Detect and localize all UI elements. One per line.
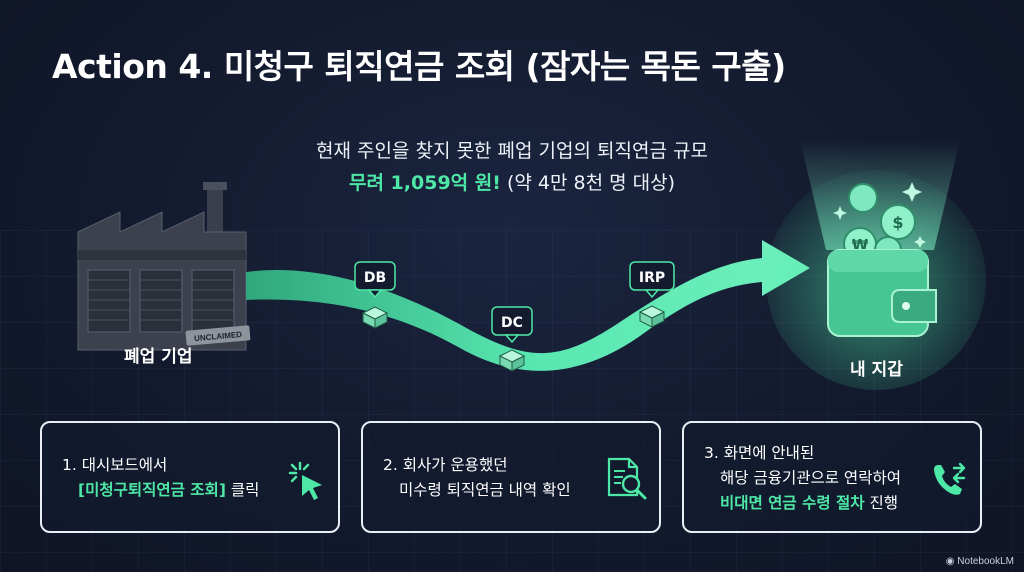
unclaimed-tag: UNCLAIMED [185, 325, 251, 346]
card1-rest: 클릭 [225, 481, 260, 499]
step-dc: DC [491, 306, 533, 372]
wallet-icon [827, 249, 937, 337]
card1-line2: [미청구퇴직연금 조회] 클릭 [62, 478, 259, 503]
flow-arrow [246, 240, 810, 371]
step-db-label: DB [364, 270, 386, 286]
card1-highlight: [미청구퇴직연금 조회] [78, 481, 226, 499]
card1-line1: 1. 대시보드에서 [62, 456, 168, 474]
step-db: DB [354, 261, 396, 329]
subtitle-highlight: 무려 1,059억 원! [348, 172, 501, 194]
sparkle-icons [833, 182, 926, 248]
cursor-click-icon [288, 461, 322, 500]
step-dc-label: DC [501, 315, 523, 331]
card3-line2: 해당 금융기관으로 연락하여 [720, 469, 901, 487]
card3-highlight: 비대면 연금 수령 절차 [720, 494, 865, 512]
wallet-label: 내 지갑 [850, 360, 903, 380]
footer-label: NotebookLM [957, 556, 1014, 567]
card3-rest: 진행 [864, 494, 898, 512]
flow-illustration: UNCLAIMED DB DC IRP $ ₩ [77, 140, 986, 390]
step-irp: IRP [629, 261, 675, 328]
step-irp-label: IRP [639, 270, 665, 286]
notebooklm-footer: ◉ NotebookLM [946, 556, 1014, 567]
page-title: Action 4. 미청구 퇴직연금 조회 (잠자는 목돈 구출) [52, 47, 786, 86]
card3-line1: 3. 화면에 안내된 [704, 444, 815, 462]
notebooklm-logo-icon: ◉ [945, 556, 958, 567]
light-beam [800, 140, 960, 250]
coin-dollar: $ [892, 213, 903, 232]
document-search-icon [607, 457, 647, 500]
phone-forward-icon [934, 462, 966, 495]
unclaimed-tag-text: UNCLAIMED [194, 330, 243, 343]
step-card-3: 3. 화면에 안내된 해당 금융기관으로 연락하여 비대면 연금 수령 절차 진… [682, 421, 982, 533]
step-card-2: 2. 회사가 운용했던 미수령 퇴직연금 내역 확인 [361, 421, 661, 533]
subtitle-rest: (약 4만 8천 명 대상) [500, 172, 675, 194]
step-card-1: 1. 대시보드에서 [미청구퇴직연금 조회] 클릭 [40, 421, 340, 533]
factory-label: 폐업 기업 [124, 347, 193, 367]
subtitle-line1: 현재 주인을 찾지 못한 폐업 기업의 퇴직연금 규모 [316, 140, 708, 162]
card3-line3: 비대면 연금 수령 절차 진행 [704, 491, 901, 516]
card2-line1: 2. 회사가 운용했던 [383, 456, 508, 474]
subtitle-line2: 무려 1,059억 원! (약 4만 8천 명 대상) [0, 168, 1024, 195]
card2-line2: 미수령 퇴직연금 내역 확인 [399, 481, 571, 499]
factory-icon [77, 182, 247, 351]
